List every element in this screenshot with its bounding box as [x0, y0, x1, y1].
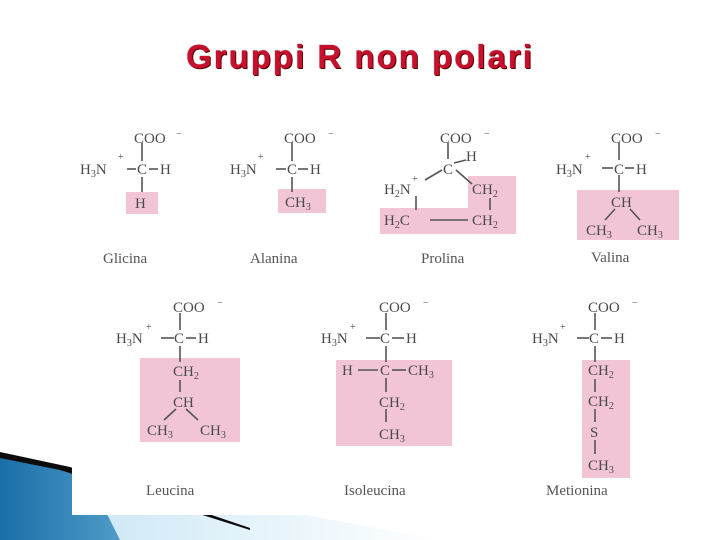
alpha-hydrogen: H	[636, 162, 647, 178]
molecule-isoleucina: COO − + H3N C H H C CH3 CH2 CH3 Isoleuci…	[321, 298, 434, 499]
alpha-hydrogen: H	[406, 331, 417, 347]
charge-plus: +	[146, 322, 152, 333]
r-group-text: CH2	[472, 213, 498, 231]
alpha-hydrogen: H	[198, 331, 209, 347]
r-group-text: CH	[173, 395, 194, 411]
r-group-box-prolina	[380, 208, 516, 234]
charge-minus: −	[484, 129, 490, 140]
alpha-carbon: C	[174, 331, 184, 347]
alpha-carbon: C	[380, 331, 390, 347]
carboxylate-label: COO	[588, 300, 620, 316]
r-group-text: CH	[611, 195, 632, 211]
r-group-text: CH3	[408, 363, 434, 381]
r-group-box-prolina-side	[468, 176, 516, 210]
r-group-text: CH3	[200, 423, 226, 441]
alpha-hydrogen: H	[466, 149, 477, 165]
r-group-text: CH3	[588, 458, 614, 476]
charge-minus: −	[217, 298, 223, 309]
r-group-box-leucina	[140, 358, 240, 442]
amino-acid-name: Metionina	[546, 483, 608, 499]
r-group-text: CH3	[285, 195, 311, 213]
carboxylate-label: COO	[379, 300, 411, 316]
r-group-box-glicina	[126, 192, 158, 214]
amino-acid-figure: COO − + H3N C H H Glicina COO − + H3N C …	[72, 112, 685, 515]
amino-acid-name: Alanina	[250, 251, 298, 267]
r-group-text: CH2	[379, 395, 405, 413]
amino-acid-name: Valina	[591, 250, 630, 266]
charge-minus: −	[423, 298, 429, 309]
carboxylate-label: COO	[440, 131, 472, 147]
charge-minus: −	[655, 129, 661, 140]
molecule-metionina: COO − + H3N C H CH2 CH2 S CH3 Metionina	[532, 298, 638, 499]
molecule-leucina: COO − + H3N C H CH2 CH CH3 CH3 Leucina	[116, 298, 226, 499]
carboxylate-label: COO	[611, 131, 643, 147]
charge-minus: −	[176, 129, 182, 140]
r-group-text: CH3	[637, 223, 663, 241]
amino-acid-name: Prolina	[421, 251, 465, 267]
r-group-text: S	[590, 425, 598, 441]
charge-plus: +	[118, 152, 124, 163]
structures-svg: COO − + H3N C H H Glicina COO − + H3N C …	[80, 129, 679, 499]
amino-label: H3N	[532, 331, 559, 349]
r-group-text: CH2	[173, 364, 199, 382]
molecule-valina: COO − + H3N C H CH CH3 CH3 Valina	[556, 129, 663, 266]
alpha-carbon: C	[443, 162, 453, 178]
r-group-text: CH3	[586, 223, 612, 241]
amino-label: H3N	[230, 162, 257, 180]
charge-plus: +	[560, 322, 566, 333]
bonds	[127, 143, 641, 454]
charge-minus: −	[632, 298, 638, 309]
r-group-text: C	[380, 363, 390, 379]
alpha-carbon: C	[137, 162, 147, 178]
charge-plus: +	[585, 152, 591, 163]
alpha-hydrogen: H	[614, 331, 625, 347]
molecule-glicina: COO − + H3N C H H Glicina	[80, 129, 182, 267]
charge-minus: −	[328, 129, 334, 140]
charge-plus: +	[258, 152, 264, 163]
molecule-alanina: COO − + H3N C H CH3 Alanina	[230, 129, 334, 267]
r-group-text: H2C	[384, 213, 410, 231]
alpha-hydrogen: H	[310, 162, 321, 178]
amino-label: H3N	[321, 331, 348, 349]
charge-plus: +	[412, 174, 418, 185]
alpha-carbon: C	[287, 162, 297, 178]
carboxylate-label: COO	[134, 131, 166, 147]
r-group-text: H	[342, 363, 353, 379]
amino-label: H3N	[116, 331, 143, 349]
amino-label: H3N	[556, 162, 583, 180]
amino-acid-name: Leucina	[146, 483, 195, 499]
carboxylate-label: COO	[284, 131, 316, 147]
r-group-box-valina	[577, 190, 679, 240]
r-group-box-alanina	[278, 189, 326, 213]
amino-acid-name: Isoleucina	[344, 483, 406, 499]
r-group-text: CH2	[472, 182, 498, 200]
amino-label: H3N	[80, 162, 107, 180]
alpha-carbon: C	[614, 162, 624, 178]
r-group-box-isoleucina	[336, 360, 452, 446]
r-group-text: CH2	[588, 394, 614, 412]
slide-title: Gruppi R non polari	[186, 38, 534, 75]
r-group-text: CH3	[147, 423, 173, 441]
charge-plus: +	[350, 322, 356, 333]
r-group-text: CH3	[379, 427, 405, 445]
carboxylate-label: COO	[173, 300, 205, 316]
r-group-text: H	[135, 196, 146, 212]
amino-acid-name: Glicina	[103, 251, 147, 267]
molecule-prolina: COO − H C + H2N CH2 H2C CH2 Prolina	[384, 129, 498, 267]
alpha-hydrogen: H	[160, 162, 171, 178]
alpha-carbon: C	[589, 331, 599, 347]
r-group-text: CH2	[588, 363, 614, 381]
amino-label: H2N	[384, 182, 411, 200]
r-group-box-metionina	[582, 360, 630, 478]
